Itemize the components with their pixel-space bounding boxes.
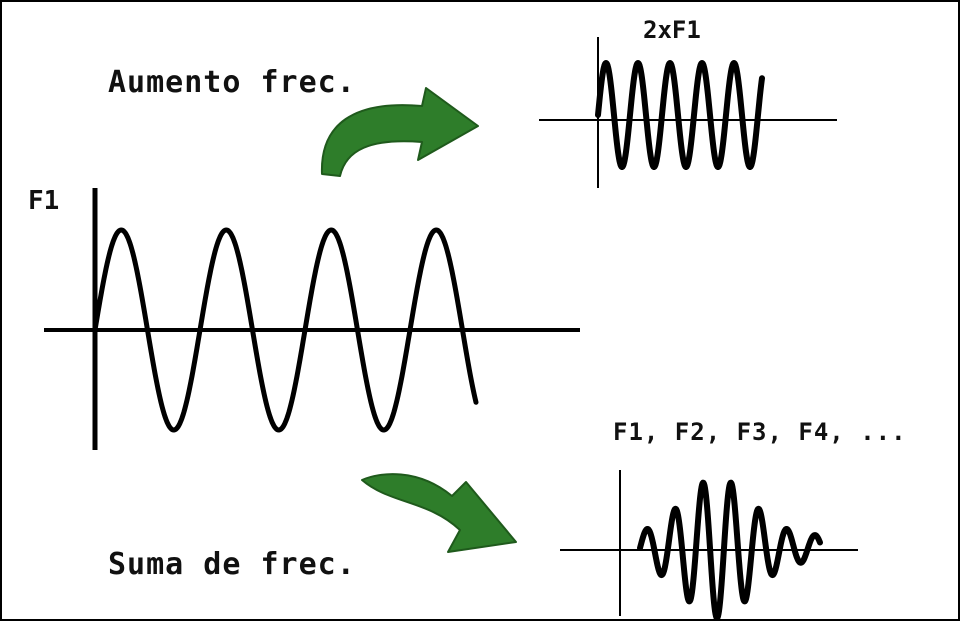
f1-wave xyxy=(92,227,479,433)
double-frequency-label: 2xF1 xyxy=(643,16,701,44)
curved-arrow-right-icon xyxy=(320,87,479,177)
curved-arrow-down-right-icon xyxy=(361,473,517,553)
harmonics-label: F1, F2, F3, F4, ... xyxy=(613,418,907,446)
sum-wave xyxy=(637,479,823,619)
sum-frequency-label: Suma de frec. xyxy=(108,547,356,582)
increase-frequency-label: Aumento frec. xyxy=(108,65,356,100)
double-wave xyxy=(595,60,765,170)
f1-label: F1 xyxy=(28,186,60,216)
